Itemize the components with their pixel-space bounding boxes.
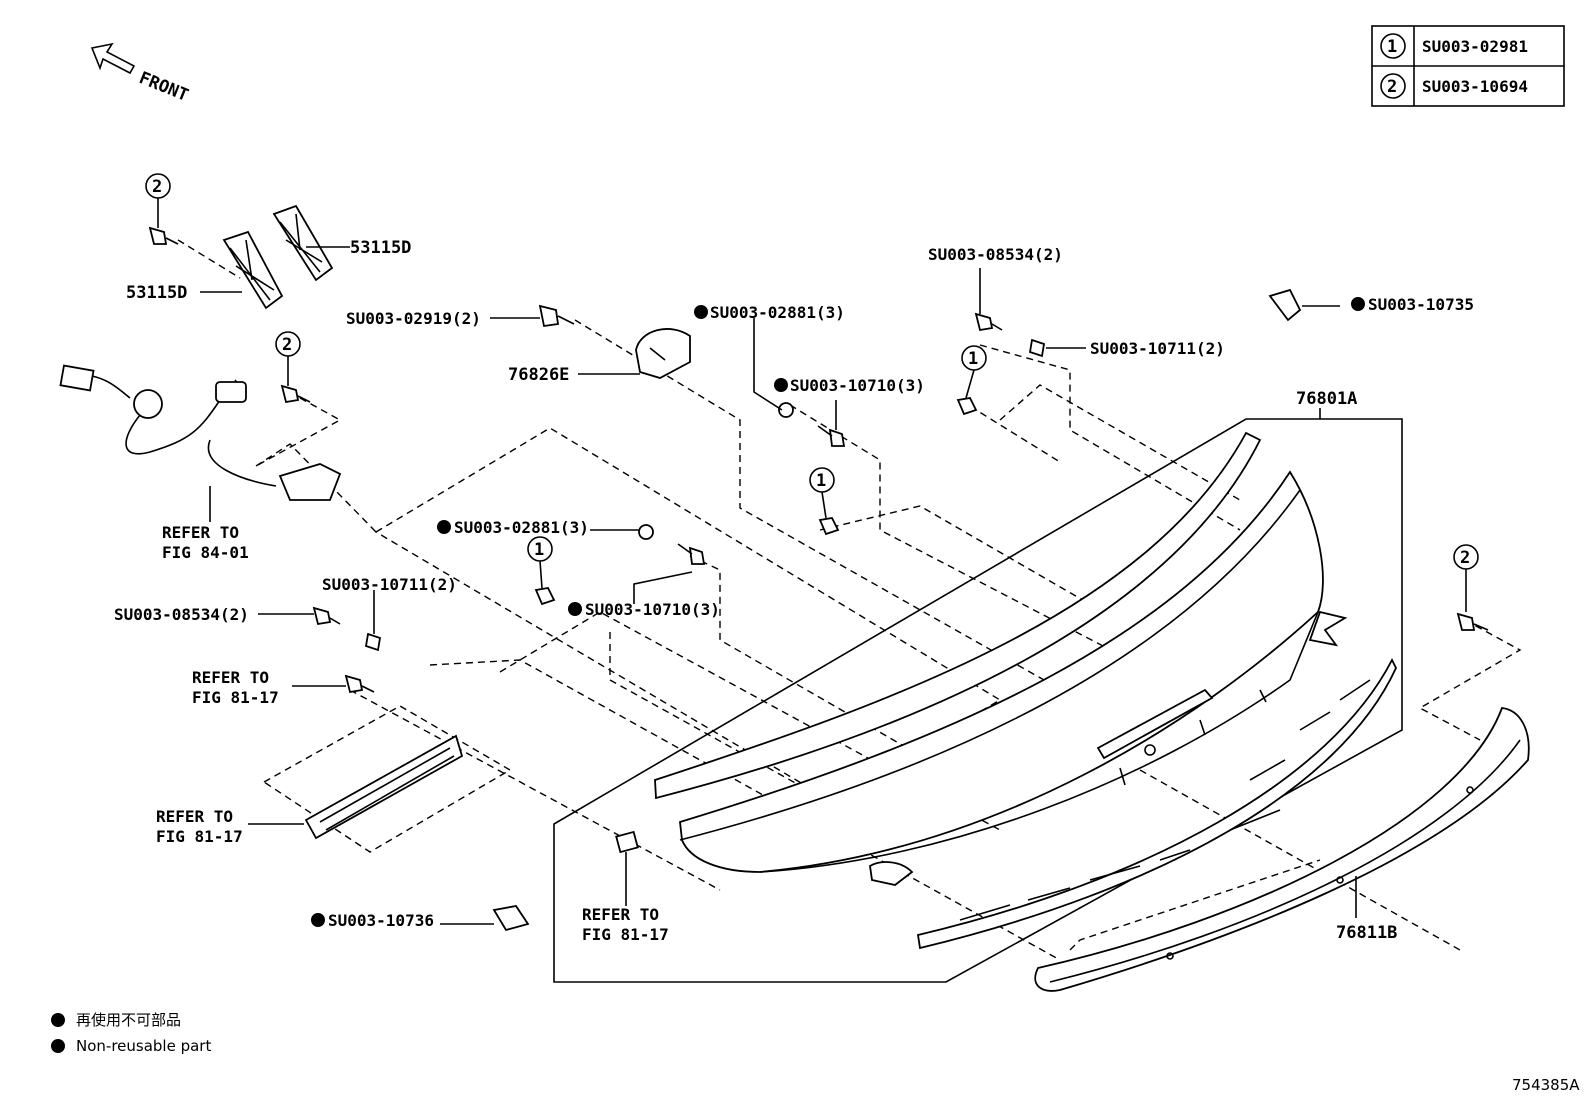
callout-su00308534-top: SU003-08534(2) (928, 245, 1063, 264)
callout-su00310710-mid: SU003-10710(3) (585, 600, 720, 619)
marker-1-label: 1 (816, 471, 826, 491)
clip-81-17 (615, 830, 639, 854)
note-non-reusable-ja: 再使用不可部品 (76, 1011, 181, 1029)
bolt-02919 (538, 304, 575, 328)
screw-mid-left (280, 384, 311, 404)
legend-table: 1 SU003-02981 2 SU003-10694 (1371, 25, 1565, 107)
note-non-reusable-en: Non-reusable part (76, 1037, 211, 1055)
callout-su00310710-top: SU003-10710(3) (790, 376, 925, 395)
callout-refer-81-17-a-line2: FIG 81-17 (192, 688, 279, 707)
marker-2-label: 2 (282, 335, 292, 355)
callout-labels: 53115D 53115D SU003-02919(2) 76826E SU00… (114, 238, 1474, 944)
figure-code: 754385A (1512, 1076, 1580, 1094)
spoiler-upper-strip (654, 431, 1262, 800)
callout-refer-84-01-line2: FIG 84-01 (162, 543, 249, 562)
legend-symbol-1: 1 (1387, 37, 1397, 57)
garnish-76811b (1034, 707, 1530, 992)
bracket-53115d-left (222, 230, 284, 310)
callout-53115d-left: 53115D (126, 283, 187, 303)
callout-refer-81-17-b-line1: REFER TO (156, 807, 233, 826)
marker-1-label: 1 (968, 349, 978, 369)
marker-1-center: 1 (809, 467, 835, 519)
marker-2-label: 2 (1460, 548, 1470, 568)
bolt-08534-top (974, 312, 1003, 332)
spoiler-lower-trim (916, 658, 1397, 950)
callout-su00310735: SU003-10735 (1368, 295, 1474, 314)
screw-right (1456, 612, 1489, 631)
callout-53115d-top: 53115D (350, 238, 411, 258)
marker-1-label: 1 (534, 540, 544, 560)
legend-notes: 再使用不可部品 Non-reusable part (51, 1011, 211, 1055)
front-arrow-icon (90, 42, 136, 75)
clip-1-mid (534, 587, 556, 606)
cover-76826e (635, 328, 691, 379)
callout-refer-81-17-c-line1: REFER TO (582, 905, 659, 924)
grommet-top (778, 402, 794, 418)
leader-lines (200, 246, 1357, 925)
callout-refer-84-01-line1: REFER TO (162, 523, 239, 542)
non-reusable-bullet-icon (51, 1039, 65, 1053)
callout-refer-81-17-b-line2: FIG 81-17 (156, 827, 243, 846)
legend-row-1: 1 SU003-02981 (1380, 33, 1528, 59)
callout-su00308534-left: SU003-08534(2) (114, 605, 249, 624)
legend-row-2: 2 SU003-10694 (1380, 73, 1528, 99)
front-direction-indicator: FRONT (90, 42, 191, 106)
legend-code-1: SU003-02981 (1422, 37, 1528, 56)
callout-76811b: 76811B (1336, 923, 1397, 943)
nut-10711-left (364, 632, 382, 652)
screw-top-left (148, 226, 179, 245)
grommet-mid (638, 524, 654, 540)
screw-81-17 (344, 674, 375, 694)
clip-10735 (1268, 288, 1302, 322)
callout-su00302881-top: SU003-02881(3) (710, 303, 845, 322)
clip-1-top (956, 397, 978, 416)
stop-lamp (304, 734, 464, 840)
marker-2-label: 2 (152, 177, 162, 197)
callout-su00302919: SU003-02919(2) (346, 309, 481, 328)
callout-76801a: 76801A (1296, 389, 1357, 409)
bracket-53115d-right (272, 204, 334, 282)
marker-2-mid-left: 2 (275, 331, 301, 386)
callout-76826e: 76826E (508, 365, 569, 385)
callout-su00310736: SU003-10736 (328, 911, 434, 930)
callout-su00310711-left: SU003-10711(2) (322, 575, 457, 594)
non-reusable-bullet-icon (51, 1013, 65, 1027)
marker-2-top-left: 2 (145, 173, 171, 228)
clip-1-center (818, 517, 840, 536)
bolt-10710-mid (677, 543, 706, 565)
callout-refer-81-17-a-line1: REFER TO (192, 668, 269, 687)
bolt-08534-left (312, 606, 341, 626)
spoiler-assembly (654, 431, 1397, 950)
clip-10736 (492, 905, 530, 932)
wire-harness (59, 364, 342, 501)
nut-10711-top (1028, 338, 1046, 358)
callout-refer-81-17-c-line2: FIG 81-17 (582, 925, 669, 944)
group-outline-76801a (553, 418, 1403, 983)
front-label: FRONT (136, 68, 191, 106)
non-reusable-bullets (311, 297, 1365, 927)
bolt-10710-top (817, 425, 846, 447)
legend-symbol-2: 2 (1387, 77, 1397, 97)
callout-su00302881-mid: SU003-02881(3) (454, 518, 589, 537)
marker-1-mid: 1 (527, 536, 553, 589)
marker-1-top: 1 (961, 345, 987, 399)
legend-code-2: SU003-10694 (1422, 77, 1528, 96)
callout-su00310711-top: SU003-10711(2) (1090, 339, 1225, 358)
marker-2-right: 2 (1453, 544, 1479, 612)
